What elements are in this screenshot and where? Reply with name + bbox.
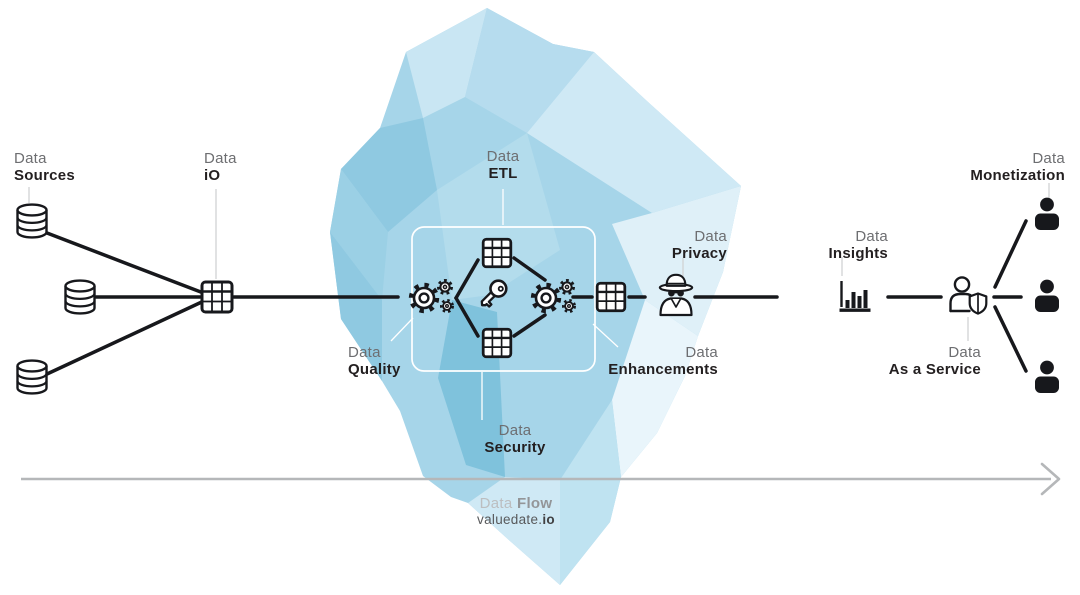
watermark-title: Data Flow xyxy=(416,496,616,512)
label-word-light: Data xyxy=(855,228,888,245)
label-word-bold: Sources xyxy=(14,167,75,184)
label-data-enhancements: Data Enhancements xyxy=(608,344,718,378)
label-word-bold: ETL xyxy=(488,165,518,182)
label-word-bold: Monetization xyxy=(970,167,1065,184)
label-data-etl: Data ETL xyxy=(443,148,563,182)
person-icon xyxy=(1035,360,1059,393)
person-icon xyxy=(1035,197,1059,230)
label-data-as-a-service: Data As a Service xyxy=(889,344,981,378)
flow-lines xyxy=(45,219,1028,376)
database-icon xyxy=(64,279,96,315)
label-connector-lines xyxy=(28,183,1050,420)
bar-chart-icon xyxy=(837,279,873,312)
watermark-word-bold: Flow xyxy=(516,495,553,512)
label-word-light: Data xyxy=(14,150,47,167)
label-word-light: Data xyxy=(1032,150,1065,167)
label-word-light: Data xyxy=(498,422,532,439)
label-data-io: Data iO xyxy=(204,150,237,184)
label-word-bold: iO xyxy=(204,167,221,184)
label-word-bold: Quality xyxy=(348,361,401,378)
label-data-insights: Data Insights xyxy=(828,228,888,262)
label-data-privacy: Data Privacy xyxy=(672,228,727,262)
watermark-domain-name: valuedate. xyxy=(477,512,543,527)
database-icon xyxy=(16,359,48,395)
watermark-domain-tld: io xyxy=(542,512,555,527)
person-shield-icon xyxy=(949,276,988,315)
table-icon xyxy=(481,327,513,359)
label-word-light: Data xyxy=(348,344,381,361)
label-word-bold: Insights xyxy=(828,245,888,262)
table-icon xyxy=(481,237,513,269)
watermark: Data Flow valuedate.io xyxy=(416,496,616,528)
etl-process-box xyxy=(411,226,596,372)
label-word-bold: Privacy xyxy=(671,245,727,262)
label-word-light: Data xyxy=(694,228,727,245)
label-word-light: Data xyxy=(486,148,520,165)
watermark-domain: valuedate.io xyxy=(416,512,616,527)
iceberg-graphic xyxy=(330,8,741,585)
label-word-bold: Enhancements xyxy=(608,361,718,378)
label-data-security: Data Security xyxy=(455,422,575,456)
label-word-bold: Security xyxy=(484,439,546,456)
label-word-light: Data xyxy=(204,150,237,167)
table-icon xyxy=(595,281,627,313)
label-word-bold: As a Service xyxy=(888,361,981,378)
person-icon xyxy=(1035,279,1059,312)
watermark-word-light: Data xyxy=(479,495,513,512)
label-data-monetization: Data Monetization xyxy=(970,150,1065,184)
label-data-sources: Data Sources xyxy=(14,150,75,184)
label-word-light: Data xyxy=(685,344,718,361)
label-word-light: Data xyxy=(948,344,981,361)
arrow-right-icon xyxy=(21,462,1061,496)
label-data-quality: Data Quality xyxy=(348,344,401,378)
table-icon xyxy=(200,280,234,314)
database-icon xyxy=(16,203,48,239)
